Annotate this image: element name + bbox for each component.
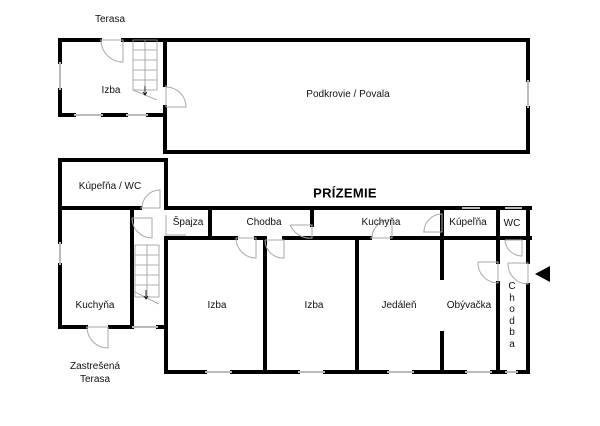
walls [58, 38, 532, 374]
room-label-kuchyna: Kuchyňa [361, 217, 401, 228]
floor-title: PRÍZEMIE [313, 185, 377, 201]
room-label-kupelna: Kúpeľňa [449, 217, 487, 228]
room-label-spajza: Špajza [172, 217, 204, 228]
room-label-chodba: Chodba [246, 217, 282, 228]
room-label-wc: WC [503, 218, 521, 229]
room-label-izba-2: Izba [304, 300, 324, 311]
room-label-izba-upper: Izba [101, 85, 121, 96]
entrance-arrow-icon [535, 266, 550, 282]
covered-terrace-label-line2: Terasa [79, 374, 111, 385]
room-label-izba-1: Izba [207, 300, 227, 311]
terasa-label: Terasa [94, 14, 126, 25]
doors [86, 39, 529, 349]
room-label-kupelna-wc: Kúpeľňa / WC [78, 181, 142, 192]
windows [59, 62, 529, 373]
room-label-kuchyna-left: Kuchyňa [75, 300, 115, 311]
room-label-podkrovie: Podkrovie / Povala [306, 89, 390, 100]
covered-terrace-label-line1: Zastrešená [69, 361, 121, 372]
room-label-obyvacka: Obývačka [446, 300, 492, 311]
room-label-jedalen: Jedáleň [381, 300, 417, 311]
stairs [132, 39, 160, 305]
